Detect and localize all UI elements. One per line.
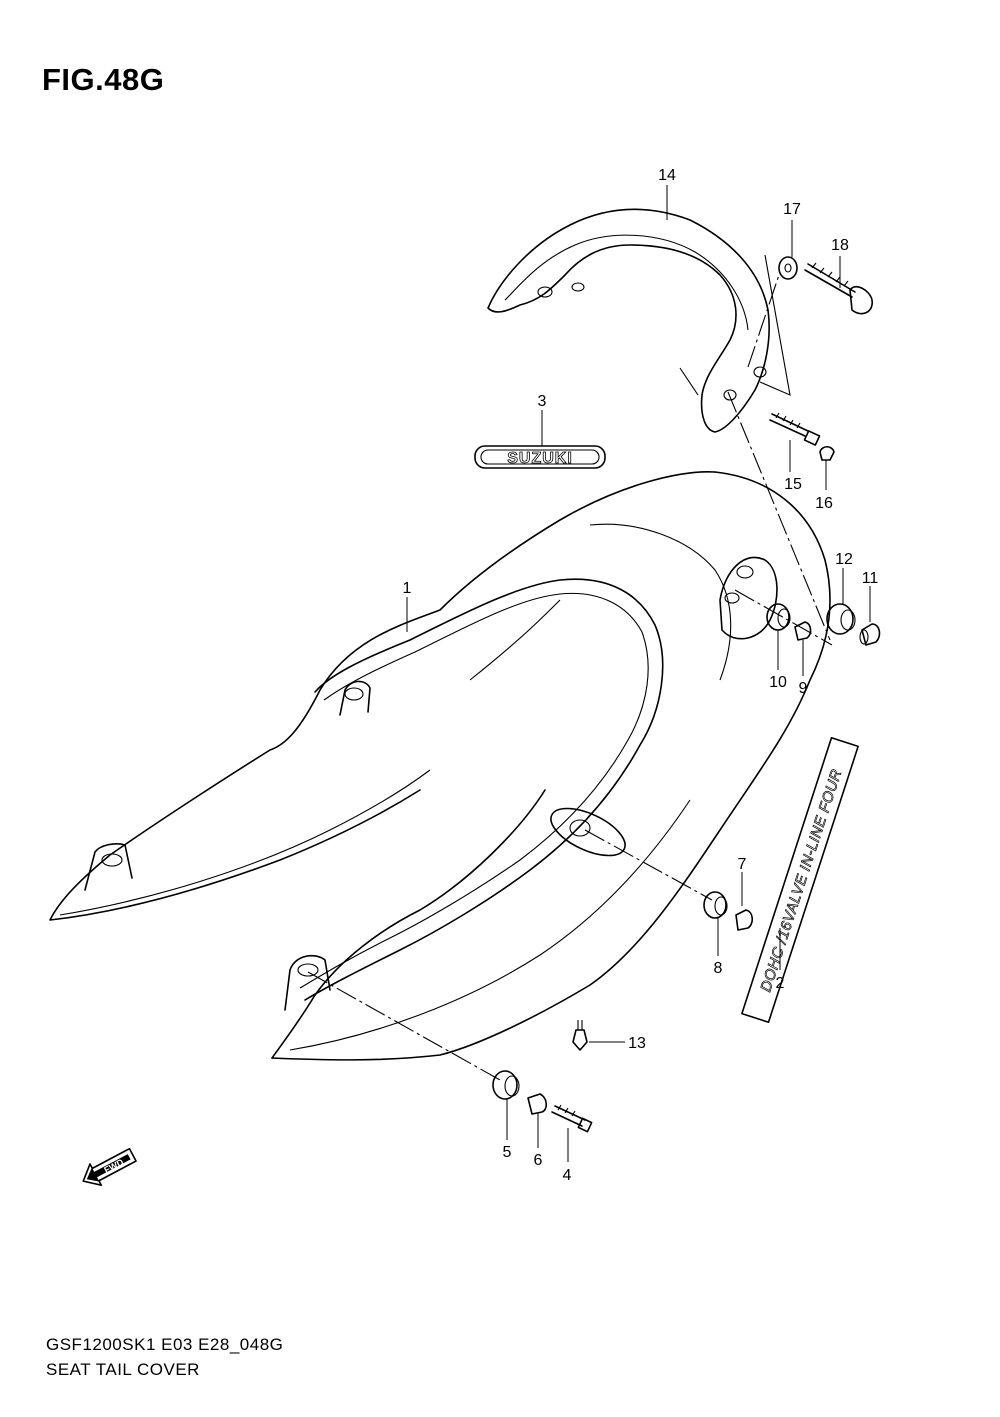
suzuki-emblem-part: SUZUKI <box>474 445 606 469</box>
bolt-15-part <box>769 412 821 446</box>
callout-18: 18 <box>831 237 849 254</box>
section-name: SEAT TAIL COVER <box>46 1360 200 1379</box>
callout-10: 10 <box>769 674 787 691</box>
decal-text: DOHC /16VALVE IN-LINE FOUR <box>757 767 845 994</box>
grommet-8-part <box>703 891 728 919</box>
grommet-5-part <box>492 1070 520 1100</box>
model-code: GSF1200SK1 E03 E28_048G <box>46 1335 284 1354</box>
decal-part: DOHC /16VALVE IN-LINE FOUR <box>741 736 859 1024</box>
collar-11-part <box>859 623 881 646</box>
figure-title: FIG.48G <box>42 62 165 97</box>
callout-9: 9 <box>799 680 808 697</box>
callout-3: 3 <box>538 393 547 410</box>
collar-7-part <box>735 909 754 931</box>
callout-15: 15 <box>784 476 802 493</box>
callout-17: 17 <box>783 201 801 218</box>
callout-11: 11 <box>862 570 879 587</box>
callout-13: 13 <box>628 1035 646 1052</box>
callout-16: 16 <box>815 495 833 512</box>
collar-9-part <box>794 621 812 641</box>
clip-13-part <box>572 1020 588 1051</box>
callout-4: 4 <box>563 1167 572 1184</box>
callout-12: 12 <box>835 551 853 568</box>
grommet-12-part <box>826 603 856 635</box>
collar-6-part <box>527 1093 548 1115</box>
callout-1: 1 <box>403 580 412 597</box>
washer-17-part <box>778 256 798 280</box>
grommet-10-part <box>766 603 791 631</box>
cap-16-part <box>819 445 835 461</box>
callout-8: 8 <box>714 960 723 977</box>
callout-7: 7 <box>738 856 747 873</box>
callout-14: 14 <box>658 167 676 184</box>
callout-2: 2 <box>776 975 785 992</box>
bolt-18-part <box>804 262 873 315</box>
grab-rail-part <box>487 208 791 433</box>
callout-5: 5 <box>503 1144 512 1161</box>
fwd-arrow-icon: FWD <box>82 1147 137 1186</box>
suzuki-emblem-text: SUZUKI <box>507 450 573 467</box>
seat-tail-cover-part <box>49 471 831 1061</box>
callout-6: 6 <box>534 1152 543 1169</box>
bolt-4-part <box>551 1104 593 1133</box>
